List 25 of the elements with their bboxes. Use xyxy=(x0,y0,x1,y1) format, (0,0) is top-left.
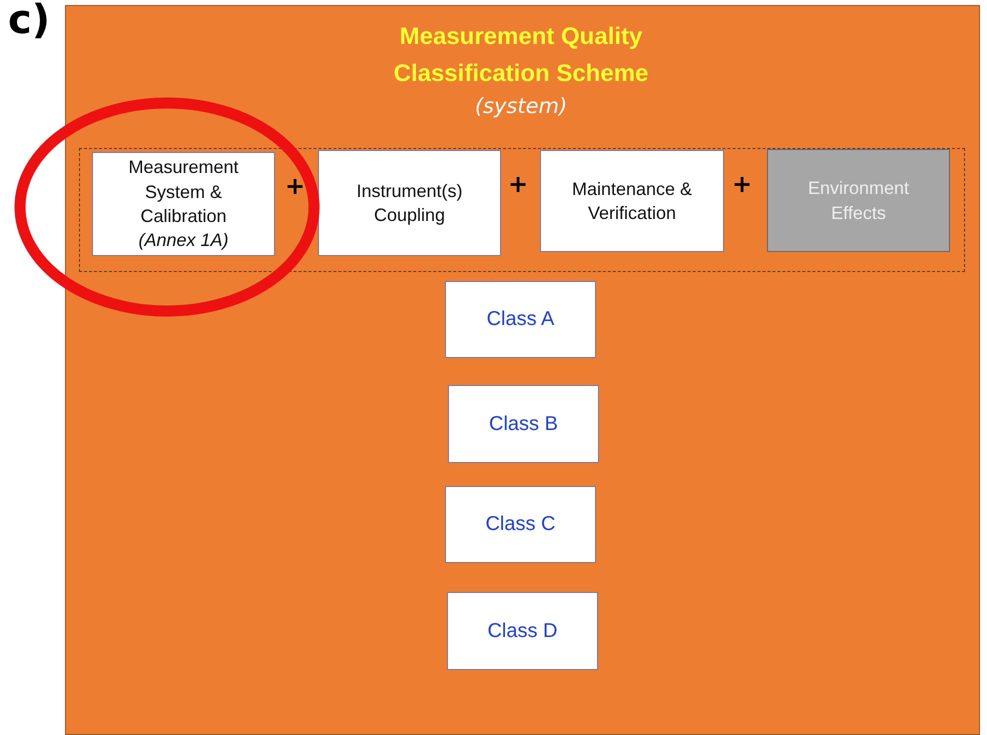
box-label: Class D xyxy=(486,618,558,644)
box-note: (Annex 1A) xyxy=(137,229,230,252)
box-label: Class C xyxy=(484,512,556,537)
scheme-panel xyxy=(65,5,980,735)
component-box xyxy=(767,149,950,252)
box-label: Class A xyxy=(486,307,556,332)
box-label: Maintenance & Verification xyxy=(570,178,694,225)
class-box xyxy=(445,281,596,358)
box-label: Instrument(s) Coupling xyxy=(355,180,464,227)
box-label: Environment Effects xyxy=(806,177,910,224)
class-box xyxy=(445,486,596,563)
plus-sign: + xyxy=(508,172,528,196)
component-box xyxy=(92,152,275,256)
class-box xyxy=(447,592,598,670)
box-label: Measurement System & Calibration xyxy=(127,156,240,228)
plus-sign: + xyxy=(732,172,752,196)
scheme-title: Measurement Quality Classification Scheme xyxy=(392,22,650,89)
class-box xyxy=(448,385,599,463)
scheme-subtitle: (system) xyxy=(474,94,568,118)
dashed-group-box xyxy=(79,148,965,272)
component-box xyxy=(318,150,501,256)
panel-letter: c) xyxy=(8,0,50,40)
plus-sign: + xyxy=(285,174,306,198)
component-box xyxy=(540,150,724,252)
box-label: Class B xyxy=(488,412,559,436)
